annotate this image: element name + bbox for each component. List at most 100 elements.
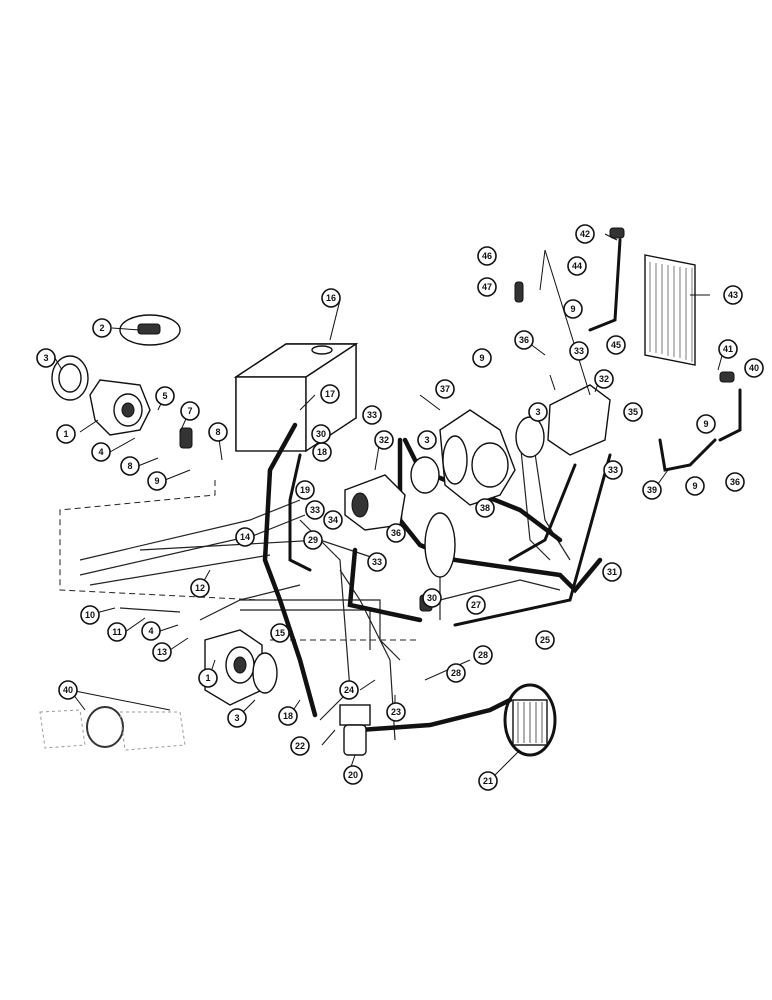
callout-3-a: 3 — [36, 348, 56, 368]
svg-text:41: 41 — [723, 344, 733, 354]
callout-41: 41 — [718, 339, 738, 359]
callout-12: 12 — [190, 578, 210, 598]
callout-33-b: 33 — [569, 341, 589, 361]
svg-text:22: 22 — [295, 741, 305, 751]
callout-18-b: 18 — [312, 442, 332, 462]
svg-text:27: 27 — [471, 600, 481, 610]
svg-text:33: 33 — [372, 557, 382, 567]
svg-text:9: 9 — [154, 476, 159, 486]
callout-36-c: 36 — [725, 472, 745, 492]
callout-4-b: 4 — [141, 621, 161, 641]
svg-text:36: 36 — [519, 335, 529, 345]
svg-text:25: 25 — [540, 635, 550, 645]
hydraulic-pump-upper — [51, 355, 151, 436]
svg-text:9: 9 — [570, 304, 575, 314]
svg-text:23: 23 — [391, 707, 401, 717]
callout-9-c: 9 — [563, 299, 583, 319]
oil-cooler — [644, 254, 696, 366]
callout-37: 37 — [435, 379, 455, 399]
svg-text:21: 21 — [483, 776, 493, 786]
callout-28-a: 28 — [473, 645, 493, 665]
svg-text:8: 8 — [127, 461, 132, 471]
callout-5: 5 — [155, 386, 175, 406]
svg-text:3: 3 — [43, 353, 48, 363]
svg-text:9: 9 — [692, 481, 697, 491]
callout-8-a: 8 — [120, 456, 140, 476]
callout-33-e: 33 — [603, 460, 623, 480]
callout-2: 2 — [92, 318, 112, 338]
hydraulic-motor-right — [515, 384, 611, 458]
svg-text:35: 35 — [628, 407, 638, 417]
callout-34: 34 — [323, 510, 343, 530]
svg-text:40: 40 — [749, 363, 759, 373]
svg-text:28: 28 — [478, 650, 488, 660]
svg-text:16: 16 — [326, 293, 336, 303]
gearbox-housing — [410, 409, 516, 506]
callout-31: 31 — [602, 562, 622, 582]
callout-40-a: 40 — [58, 680, 78, 700]
svg-text:20: 20 — [348, 770, 358, 780]
svg-text:4: 4 — [148, 626, 153, 636]
svg-text:3: 3 — [535, 407, 540, 417]
callout-25: 25 — [535, 630, 555, 650]
svg-text:32: 32 — [599, 374, 609, 384]
callout-44: 44 — [567, 256, 587, 276]
callout-8-b: 8 — [208, 422, 228, 442]
svg-text:1: 1 — [205, 673, 210, 683]
callout-3-c: 3 — [417, 430, 437, 450]
callout-18-a: 18 — [278, 706, 298, 726]
callout-15: 15 — [270, 623, 290, 643]
callout-9-e: 9 — [685, 476, 705, 496]
svg-text:43: 43 — [728, 290, 738, 300]
svg-text:45: 45 — [611, 340, 621, 350]
svg-text:1: 1 — [63, 429, 68, 439]
callout-22: 22 — [290, 736, 310, 756]
callout-33-a: 33 — [362, 405, 382, 425]
callout-9-a: 9 — [147, 471, 167, 491]
callout-7: 7 — [180, 401, 200, 421]
svg-text:12: 12 — [195, 583, 205, 593]
callout-33-d: 33 — [367, 552, 387, 572]
svg-text:9: 9 — [703, 419, 708, 429]
callout-16: 16 — [321, 288, 341, 308]
svg-text:3: 3 — [234, 713, 239, 723]
filter-element — [503, 683, 557, 757]
hydraulic-reservoir — [233, 342, 359, 453]
svg-text:5: 5 — [162, 391, 167, 401]
callout-27: 27 — [466, 595, 486, 615]
svg-text:2: 2 — [99, 323, 104, 333]
callout-10: 10 — [80, 605, 100, 625]
svg-text:33: 33 — [608, 465, 618, 475]
svg-text:9: 9 — [479, 353, 484, 363]
callout-30-a: 30 — [311, 424, 331, 444]
svg-text:30: 30 — [316, 429, 326, 439]
svg-text:10: 10 — [85, 610, 95, 620]
callout-13: 13 — [152, 642, 172, 662]
callout-24: 24 — [339, 680, 359, 700]
callout-1-upper: 1 — [56, 424, 76, 444]
callout-47: 47 — [477, 277, 497, 297]
callout-4-a: 4 — [91, 442, 111, 462]
svg-text:37: 37 — [440, 384, 450, 394]
svg-text:3: 3 — [424, 435, 429, 445]
svg-text:33: 33 — [574, 346, 584, 356]
callout-36-a: 36 — [514, 330, 534, 350]
callout-21: 21 — [478, 771, 498, 791]
svg-text:11: 11 — [112, 627, 122, 637]
svg-text:46: 46 — [482, 251, 492, 261]
svg-text:18: 18 — [283, 711, 293, 721]
svg-text:40: 40 — [63, 685, 73, 695]
svg-text:8: 8 — [215, 427, 220, 437]
svg-text:14: 14 — [240, 532, 250, 542]
callout-11: 11 — [107, 622, 127, 642]
callout-40-b: 40 — [744, 358, 764, 378]
svg-text:39: 39 — [647, 485, 657, 495]
svg-text:47: 47 — [482, 282, 492, 292]
svg-text:33: 33 — [310, 505, 320, 515]
svg-text:4: 4 — [98, 447, 103, 457]
svg-text:17: 17 — [325, 389, 335, 399]
svg-text:32: 32 — [379, 435, 389, 445]
svg-text:7: 7 — [187, 406, 192, 416]
callout-9-b: 9 — [472, 348, 492, 368]
